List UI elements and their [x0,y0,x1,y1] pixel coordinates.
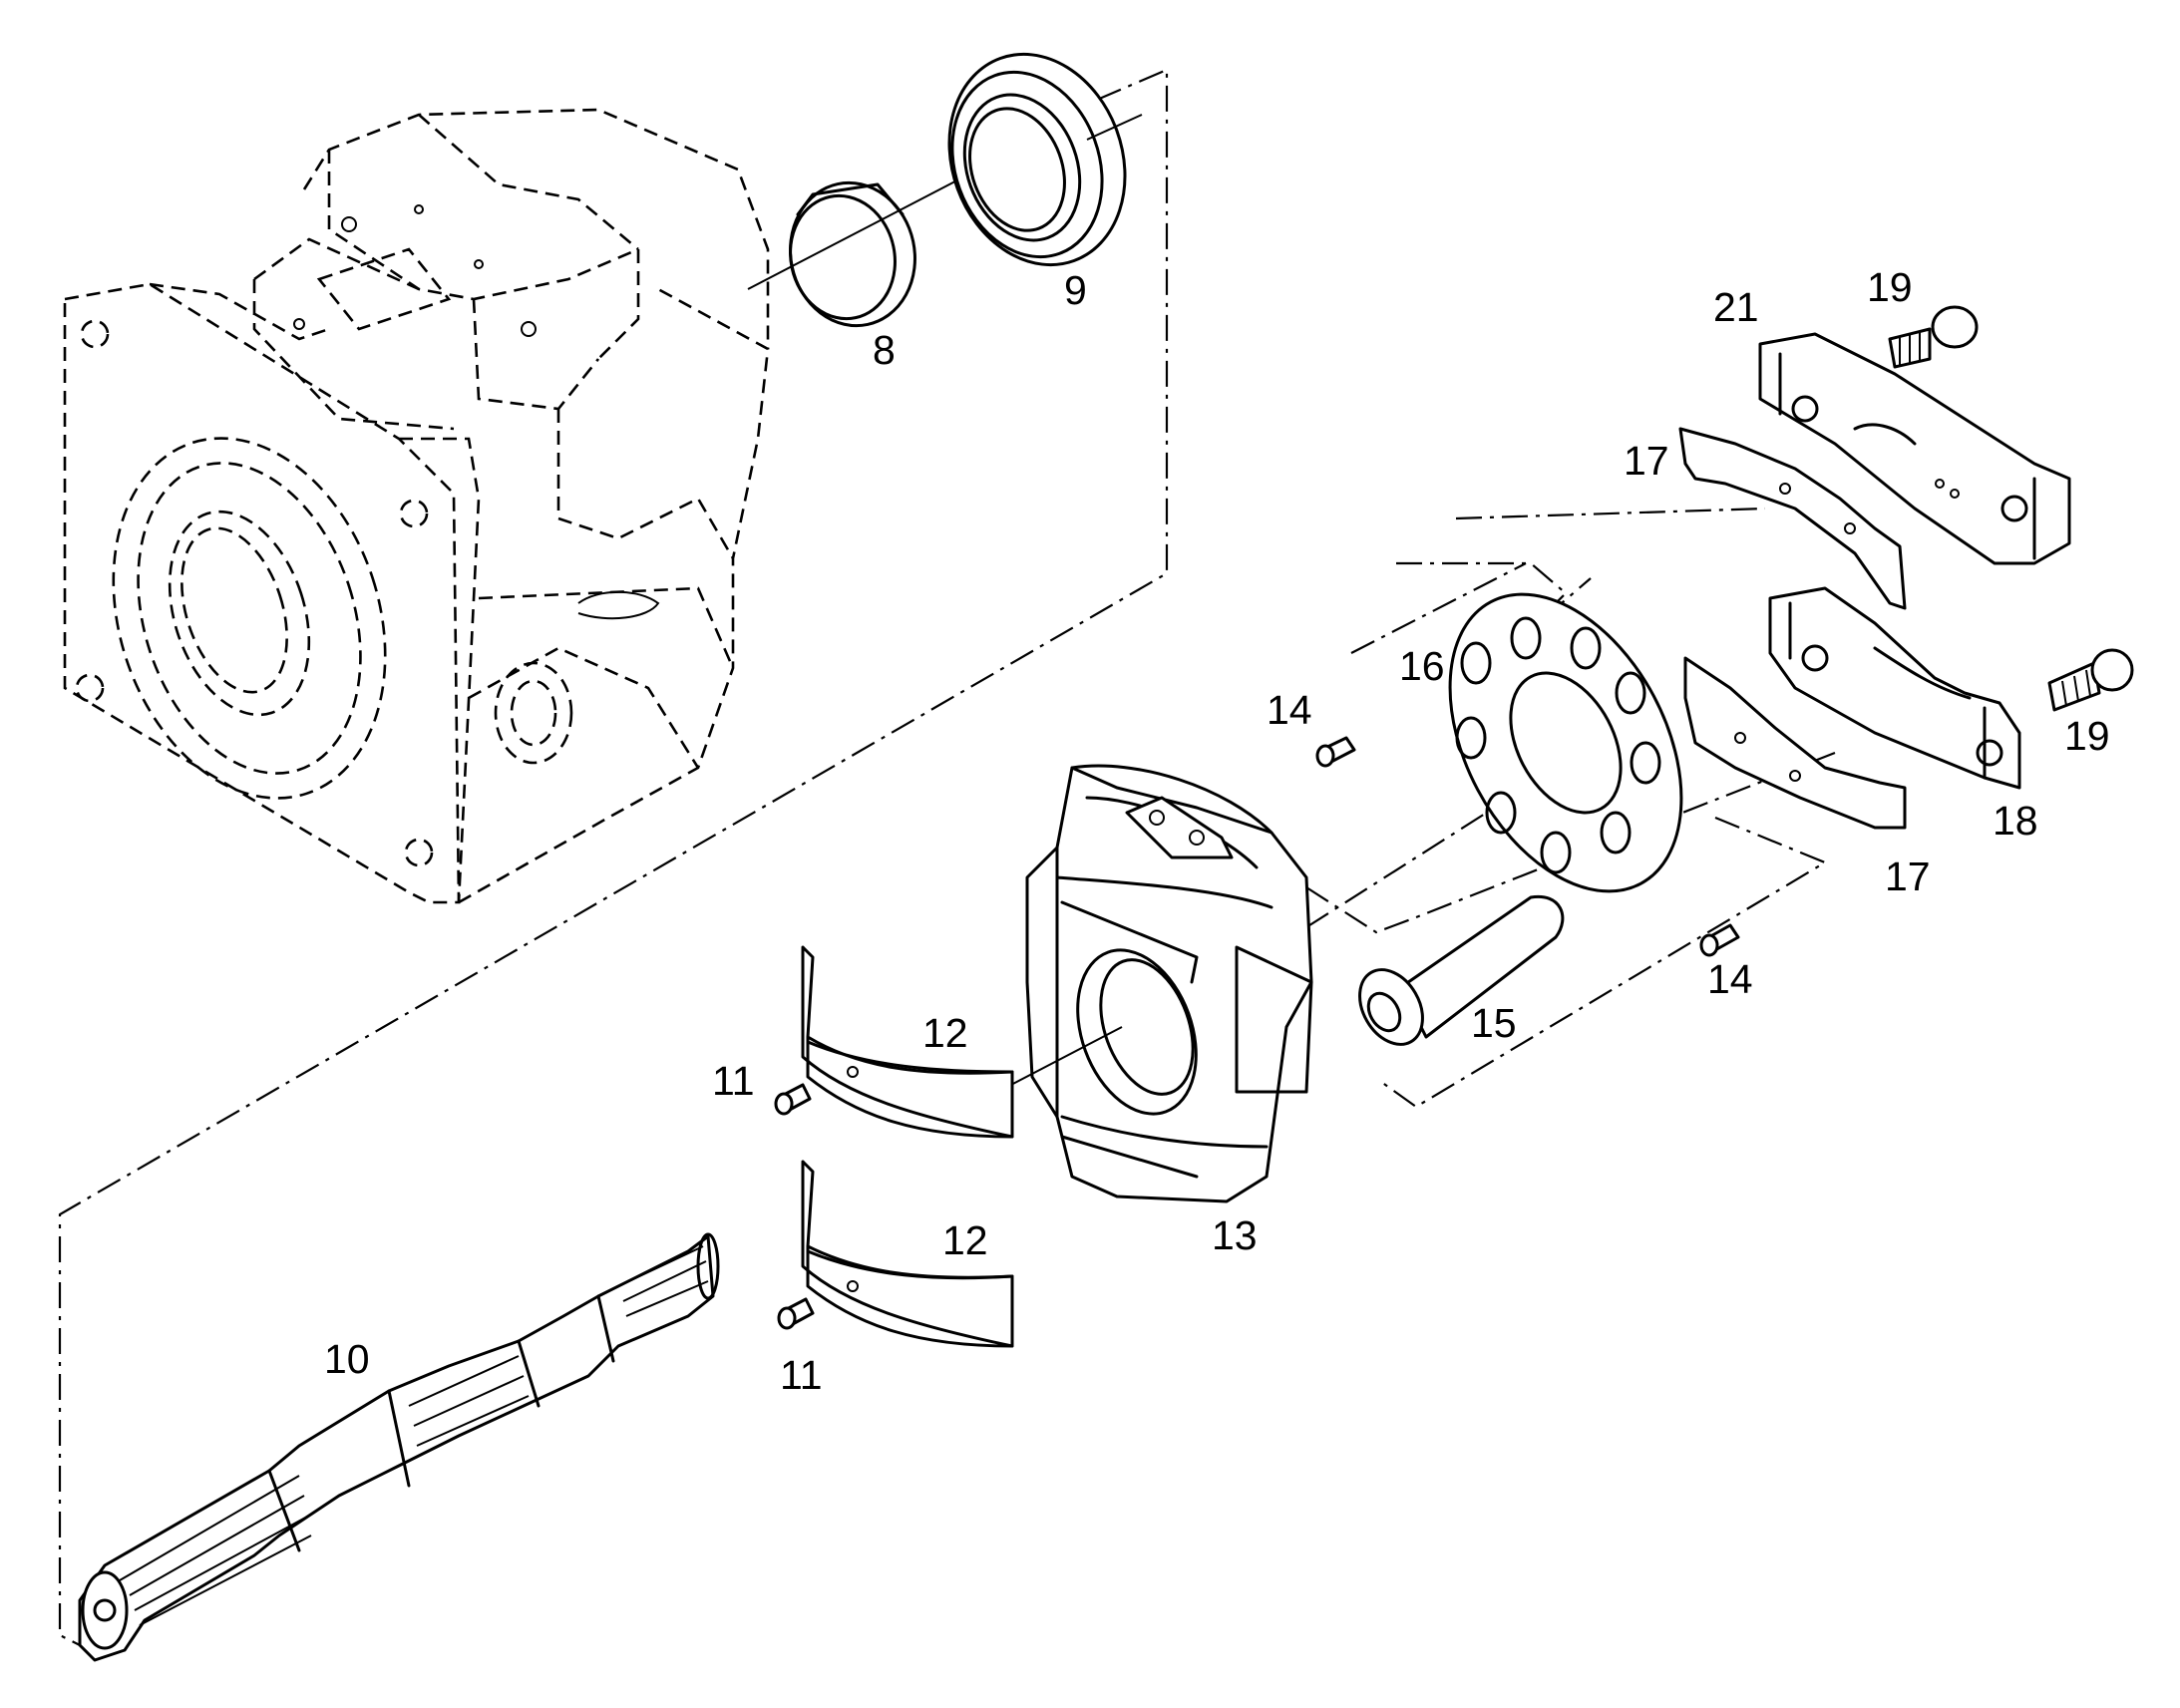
retaining-plate-bores [1455,616,1661,874]
retaining-plate-part-16 [1448,592,1683,893]
pump-housing [63,108,770,904]
callout-17-lower: 17 [1885,854,1931,899]
callout-9: 9 [1064,267,1087,313]
callout-21: 21 [1713,284,1759,330]
callout-13: 13 [1212,1212,1258,1258]
shaft-splines [119,1245,709,1626]
callout-19-lower: 19 [2064,713,2110,759]
cradle-bearing-part-21 [1758,332,2071,565]
callout-14-upper: 14 [1267,687,1312,733]
callout-11-lower: 11 [780,1352,823,1398]
callout-14-lower: 14 [1707,956,1753,1002]
dowel-pin-part-14-upper [1315,736,1356,768]
callout-11-upper: 11 [712,1058,755,1104]
callout-17-upper: 17 [1624,438,1669,484]
roller-bearing-part-9 [947,52,1143,267]
callout-12-lower: 12 [942,1217,988,1263]
pin-part-11-lower [777,1297,815,1330]
bearing-race-part-8 [747,159,998,328]
shim-plate-part-17-lower [1683,656,1907,830]
callout-8: 8 [873,327,896,373]
drive-shaft-part-10 [78,1232,720,1662]
screw-part-19-lower [2047,648,2134,712]
callout-18: 18 [1993,798,2038,844]
assembly-boundary-line [58,68,1836,1646]
callout-10: 10 [324,1336,370,1382]
swash-plate-part-13 [1006,764,1313,1203]
dowel-pin-part-14-lower [1699,923,1740,957]
cradle-bearing-part-18 [1768,586,2021,790]
guide-pin-part-15 [1358,894,1565,1046]
pin-part-11-upper [774,1083,812,1116]
shim-plate-part-17-upper [1678,427,1907,610]
callout-labels: 8 9 21 19 17 16 14 19 18 17 14 15 12 11 … [324,264,2110,1398]
callout-12-upper: 12 [922,1010,968,1056]
callout-19-upper: 19 [1867,264,1913,310]
bearing-shell-part-12-upper [801,945,1014,1139]
callout-16: 16 [1399,643,1445,689]
callout-15: 15 [1471,1000,1517,1046]
screw-part-19-upper [1888,305,1979,369]
bearing-shell-part-12-lower [801,1160,1014,1348]
